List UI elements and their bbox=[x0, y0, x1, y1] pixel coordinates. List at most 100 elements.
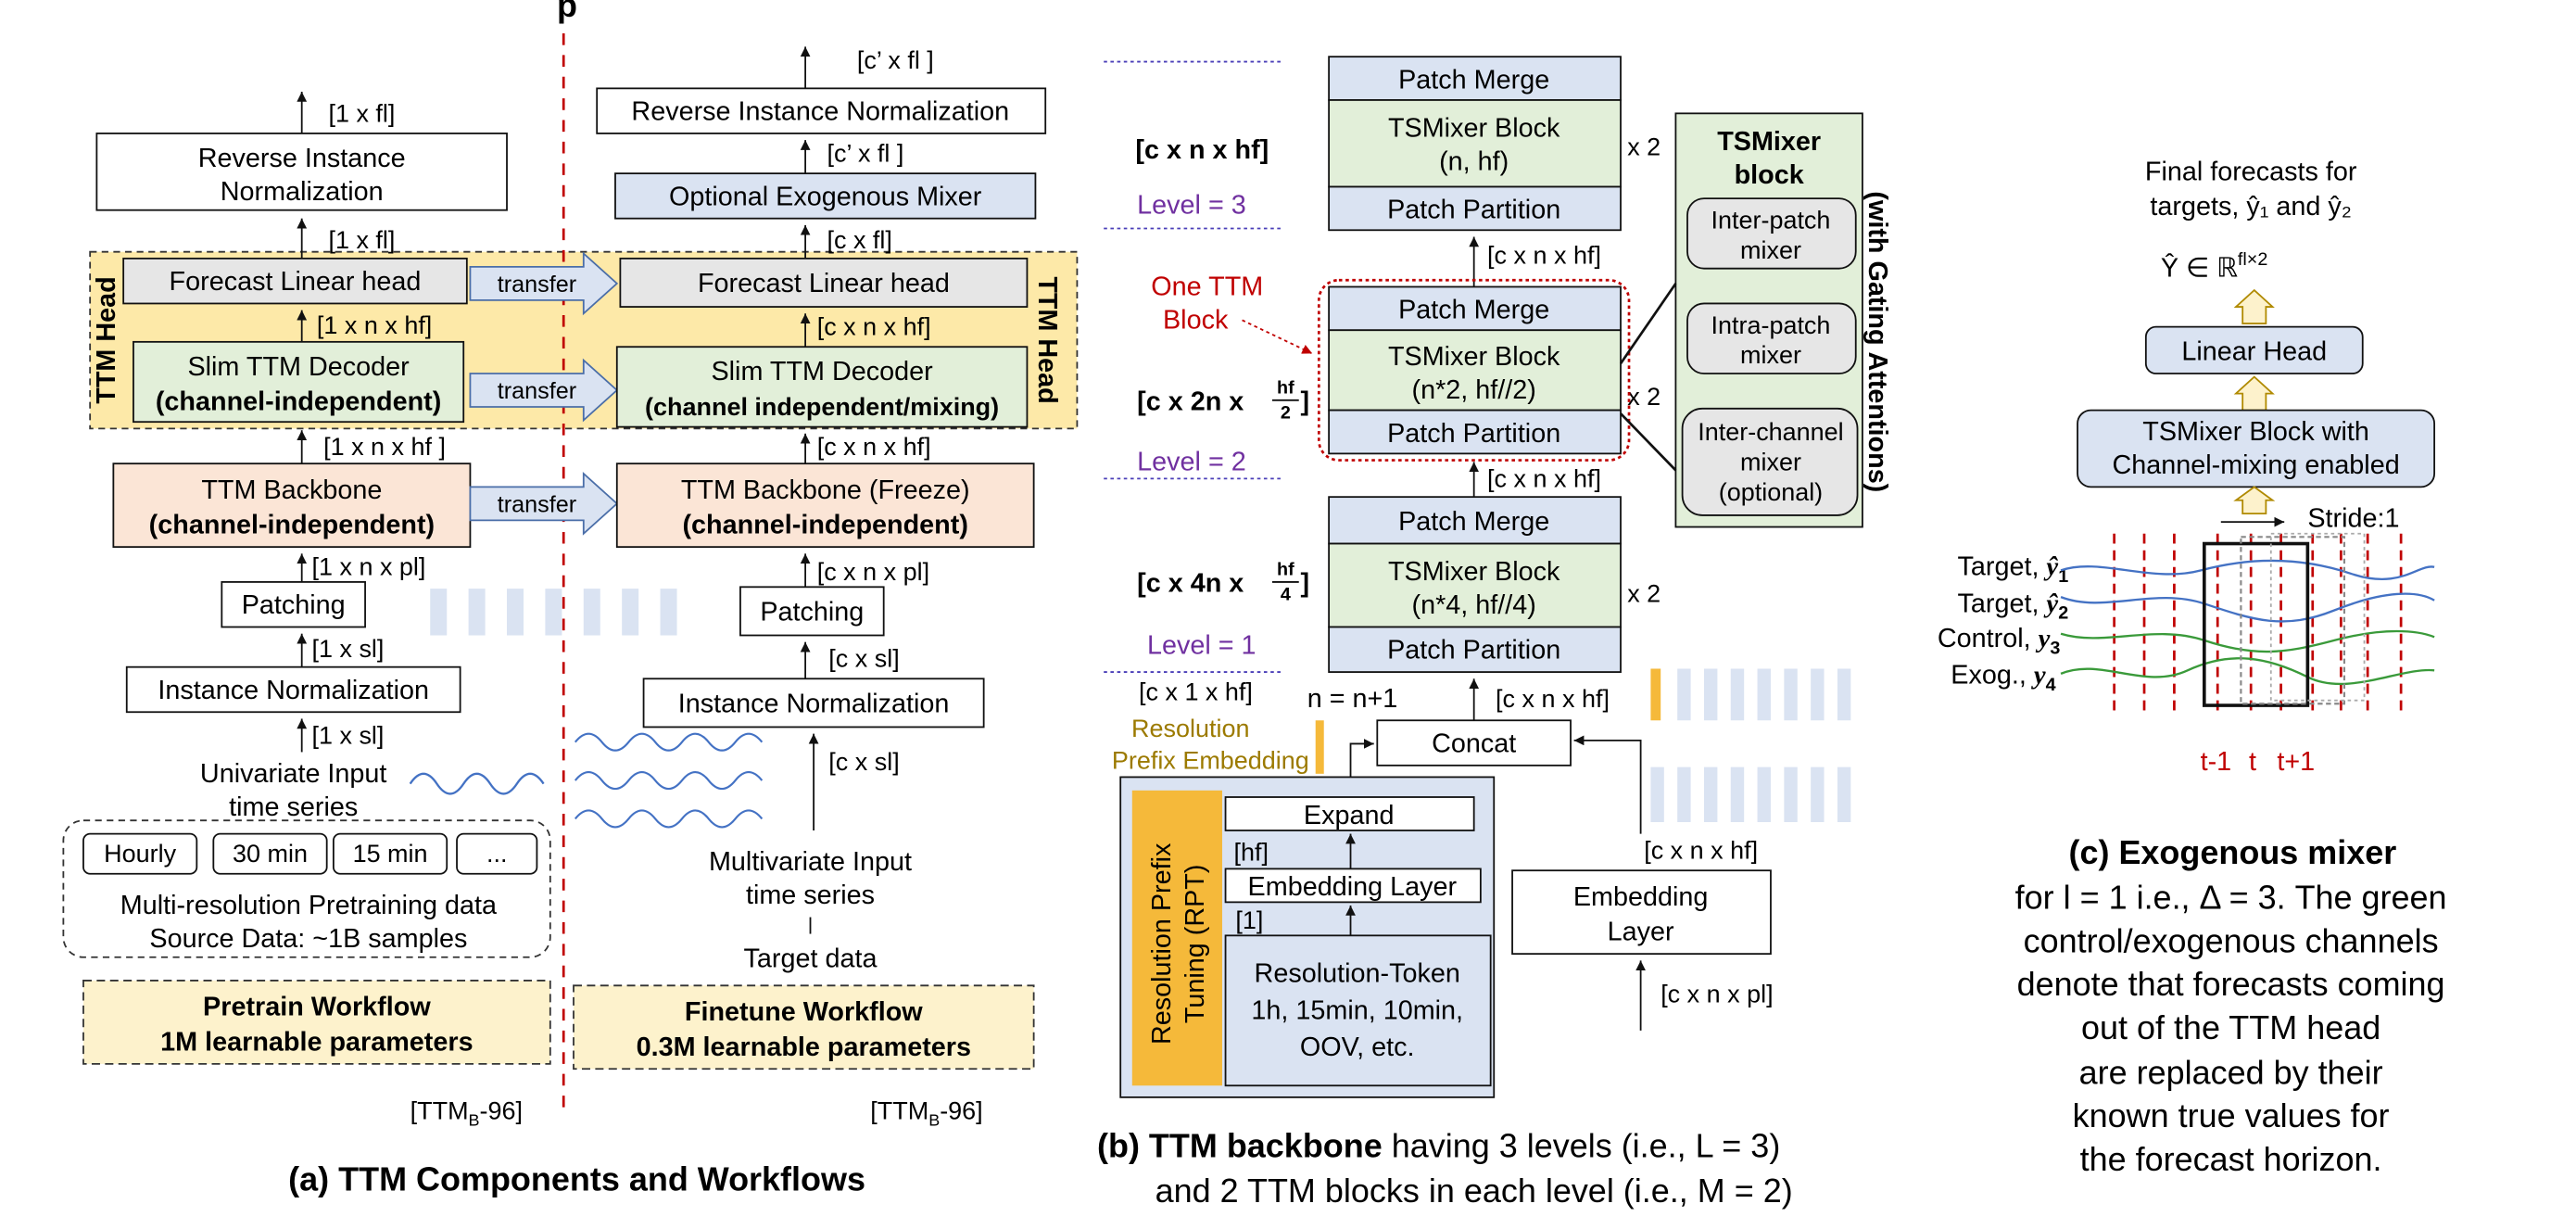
gating-attention-label: (with Gating Attentions) bbox=[1863, 191, 1892, 492]
shape-label: [c x 1 x hf] bbox=[1139, 678, 1253, 706]
resolution-prefix-label: Prefix Embedding bbox=[1112, 746, 1309, 774]
level1-tsmixer bbox=[1328, 542, 1622, 628]
ft-backbone-text: TTM Backbone (Freeze) bbox=[681, 475, 970, 505]
resolution-chip bbox=[212, 832, 328, 875]
svg-text:transfer: transfer bbox=[498, 491, 576, 517]
level1-patch-partition-text: Patch Partition bbox=[1387, 636, 1560, 665]
pretrain-data-text: Multi-resolution Pretraining data bbox=[120, 891, 497, 920]
series-label: Target, ŷ2 bbox=[1957, 589, 2068, 623]
level2-patch-partition-text: Patch Partition bbox=[1387, 419, 1560, 449]
shape-label: [1 x fl] bbox=[328, 226, 395, 254]
shape-label: [1 x n x pl] bbox=[311, 553, 425, 581]
series-label: Target, ŷ1 bbox=[1957, 552, 2068, 587]
level3-repeat: x 2 bbox=[1627, 133, 1661, 160]
tsmixer-channel-mixing-box bbox=[2077, 409, 2436, 488]
up-arrow bbox=[2233, 486, 2276, 515]
backbone-text: TTM Backbone bbox=[201, 475, 382, 505]
svg-text:transfer: transfer bbox=[498, 272, 576, 298]
time-tick: t-1 bbox=[2201, 747, 2232, 777]
level3-tsmixer-text: (n, hf) bbox=[1439, 147, 1509, 177]
concat-box bbox=[1376, 719, 1572, 767]
patching-box bbox=[221, 581, 366, 628]
shape-label: [1 x sl] bbox=[311, 635, 384, 663]
ft-patching-box bbox=[739, 586, 885, 637]
ft-backbone-text: (channel-independent) bbox=[682, 511, 967, 540]
ft-patching-text: Patching bbox=[760, 597, 864, 627]
up-arrow bbox=[2233, 375, 2275, 412]
ft-decoder-text: Slim TTM Decoder bbox=[711, 357, 933, 386]
level3-patch-partition bbox=[1328, 185, 1622, 232]
shape-label: [hf] bbox=[1234, 838, 1269, 866]
patch-dash-bar bbox=[430, 589, 677, 636]
embedding-layer-text: Embedding Layer bbox=[1248, 872, 1458, 902]
instance-norm-box bbox=[125, 665, 461, 714]
target-series-2 bbox=[2060, 592, 2435, 623]
panel-b-caption: and 2 TTM blocks in each level (i.e., M … bbox=[1155, 1172, 1793, 1210]
panel-c-caption-line: are replaced by their bbox=[2079, 1053, 2383, 1091]
backbone-box bbox=[112, 462, 472, 549]
level2-shape: [c x 2n x bbox=[1137, 387, 1244, 417]
level3-patch-merge-text: Patch Merge bbox=[1398, 65, 1549, 95]
intra-patch-mixer-text: mixer bbox=[1740, 341, 1801, 369]
backbone-text: (channel-independent) bbox=[149, 511, 435, 540]
transfer-arrow: transfer bbox=[469, 358, 619, 423]
exo-mixer-text: Optional Exogenous Mixer bbox=[669, 182, 982, 211]
resolution-chip-text: 15 min bbox=[353, 840, 428, 868]
panel-c-caption-line: control/exogenous channels bbox=[2024, 921, 2439, 959]
shape-label: [c x n x hf] bbox=[1644, 837, 1758, 865]
reverse-norm-text: Reverse Instance bbox=[198, 144, 406, 173]
shape-label: [c x n x hf] bbox=[1487, 241, 1601, 269]
ft-input-text: Multivariate Input bbox=[709, 847, 912, 877]
tsmixer-channel-mixing-text: Channel-mixing enabled bbox=[2112, 450, 2399, 480]
shape-label: [c x sl] bbox=[828, 645, 899, 673]
intra-patch-mixer-text: Intra-patch bbox=[1711, 311, 1830, 339]
target-data-text: Target data bbox=[744, 944, 878, 974]
shape-label: [c x n x hf] bbox=[1496, 685, 1610, 713]
level2-patch-partition bbox=[1328, 409, 1622, 455]
decoder-box bbox=[133, 340, 465, 424]
inter-channel-mixer bbox=[1681, 407, 1859, 516]
patching-text: Patching bbox=[242, 590, 346, 620]
ft-instance-norm-text: Instance Normalization bbox=[678, 689, 950, 718]
ft-forecast-head-text: Forecast Linear head bbox=[698, 269, 950, 298]
level2-shape-frac-den: 2 bbox=[1281, 403, 1291, 424]
resolution-chip bbox=[82, 832, 198, 875]
resolution-chip-text: Hourly bbox=[104, 840, 176, 868]
level2-tsmixer-text: (n*2, hf//2) bbox=[1412, 375, 1536, 405]
level1-tsmixer-text: (n*4, hf//4) bbox=[1412, 590, 1536, 620]
exog-series bbox=[2060, 657, 2435, 686]
control-series bbox=[2060, 629, 2435, 653]
linear-head-box bbox=[2144, 325, 2364, 374]
resolution-chip bbox=[456, 832, 538, 875]
inter-patch-mixer-text: Inter-patch bbox=[1711, 206, 1830, 234]
shape-label: [c x sl] bbox=[828, 748, 899, 776]
input-text: Univariate Input bbox=[200, 759, 386, 789]
reverse-norm-text: Normalization bbox=[221, 177, 384, 207]
pretrain-workflow-box bbox=[82, 980, 551, 1065]
embedding-layer2-box bbox=[1511, 869, 1772, 956]
shape-label: [c x n x hf] bbox=[817, 433, 931, 461]
inter-channel-mixer-text: Inter-channel bbox=[1698, 418, 1843, 446]
linear-head-text: Linear Head bbox=[2181, 337, 2327, 367]
top-heading-fragment: p bbox=[557, 0, 577, 24]
inter-patch-mixer bbox=[1686, 197, 1857, 270]
expand-box bbox=[1224, 796, 1475, 831]
ft-input-text: time series bbox=[746, 881, 875, 910]
series-label: Exog., y4 bbox=[1951, 661, 2055, 695]
level2-shape-close: ] bbox=[1301, 387, 1310, 417]
tsmixer-detail-title: TSMixer bbox=[1717, 127, 1821, 157]
up-arrow bbox=[2233, 288, 2275, 324]
panel-a-caption: (a) TTM Components and Workflows bbox=[288, 1160, 865, 1198]
resolution-chip-text: 30 min bbox=[233, 840, 308, 868]
ft-instance-norm-box bbox=[642, 678, 985, 729]
shape-label: [1 x n x hf ] bbox=[323, 433, 446, 461]
prefix-embedding-bar bbox=[1315, 720, 1324, 774]
forecast-head-box bbox=[122, 257, 468, 305]
univariate-series-wave bbox=[409, 772, 545, 795]
level1-tsmixer-text: TSMixer Block bbox=[1388, 557, 1560, 587]
inter-channel-mixer-text: mixer bbox=[1740, 448, 1801, 475]
resolution-token-text: OOV, etc. bbox=[1300, 1033, 1415, 1062]
level3-shape: [c x n x hf] bbox=[1135, 135, 1269, 165]
rpt-label: Tuning (RPT) bbox=[1181, 865, 1210, 1024]
